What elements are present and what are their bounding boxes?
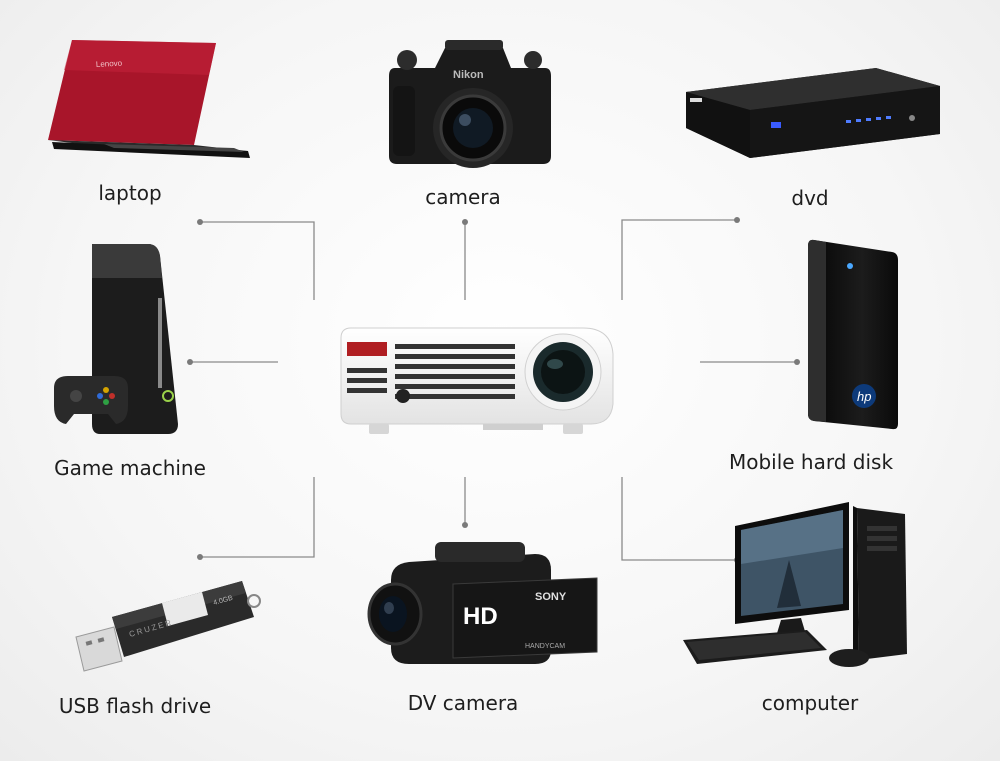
dv-camera-model: HANDYCAM [525,643,565,650]
mobile-hard-disk-image: hp [808,239,898,430]
dv-camera-brand: SONY [535,591,567,603]
label-camera: camera [425,185,501,209]
laptop-brand: Lenovo [96,59,123,69]
camera-image: Nikon [389,40,551,168]
connector-dvd [621,219,737,300]
connector-usb [200,477,315,558]
game-machine-image [54,244,178,434]
label-computer: computer [761,691,859,715]
label-mobile-hard-disk: Mobile hard disk [728,450,894,474]
camera-brand: Nikon [453,69,484,81]
label-laptop: laptop [98,181,162,205]
dvd-image [686,68,940,158]
connector-laptop [200,221,315,300]
projector-image [340,327,614,434]
usb-flash-drive-image: CRUZER 4.0GB [75,581,261,672]
label-dvd: dvd [791,186,829,210]
dv-camera-image: HD SONY HANDYCAM [367,542,598,664]
hard-disk-brand: hp [857,389,871,404]
label-usb-flash-drive: USB flash drive [58,694,212,718]
connector-computer [621,477,737,561]
label-game-machine: Game machine [54,456,206,480]
laptop-image: Lenovo [48,40,250,158]
computer-image [683,502,907,667]
label-dv-camera: DV camera [407,691,519,715]
dv-camera-hd: HD [463,603,498,630]
